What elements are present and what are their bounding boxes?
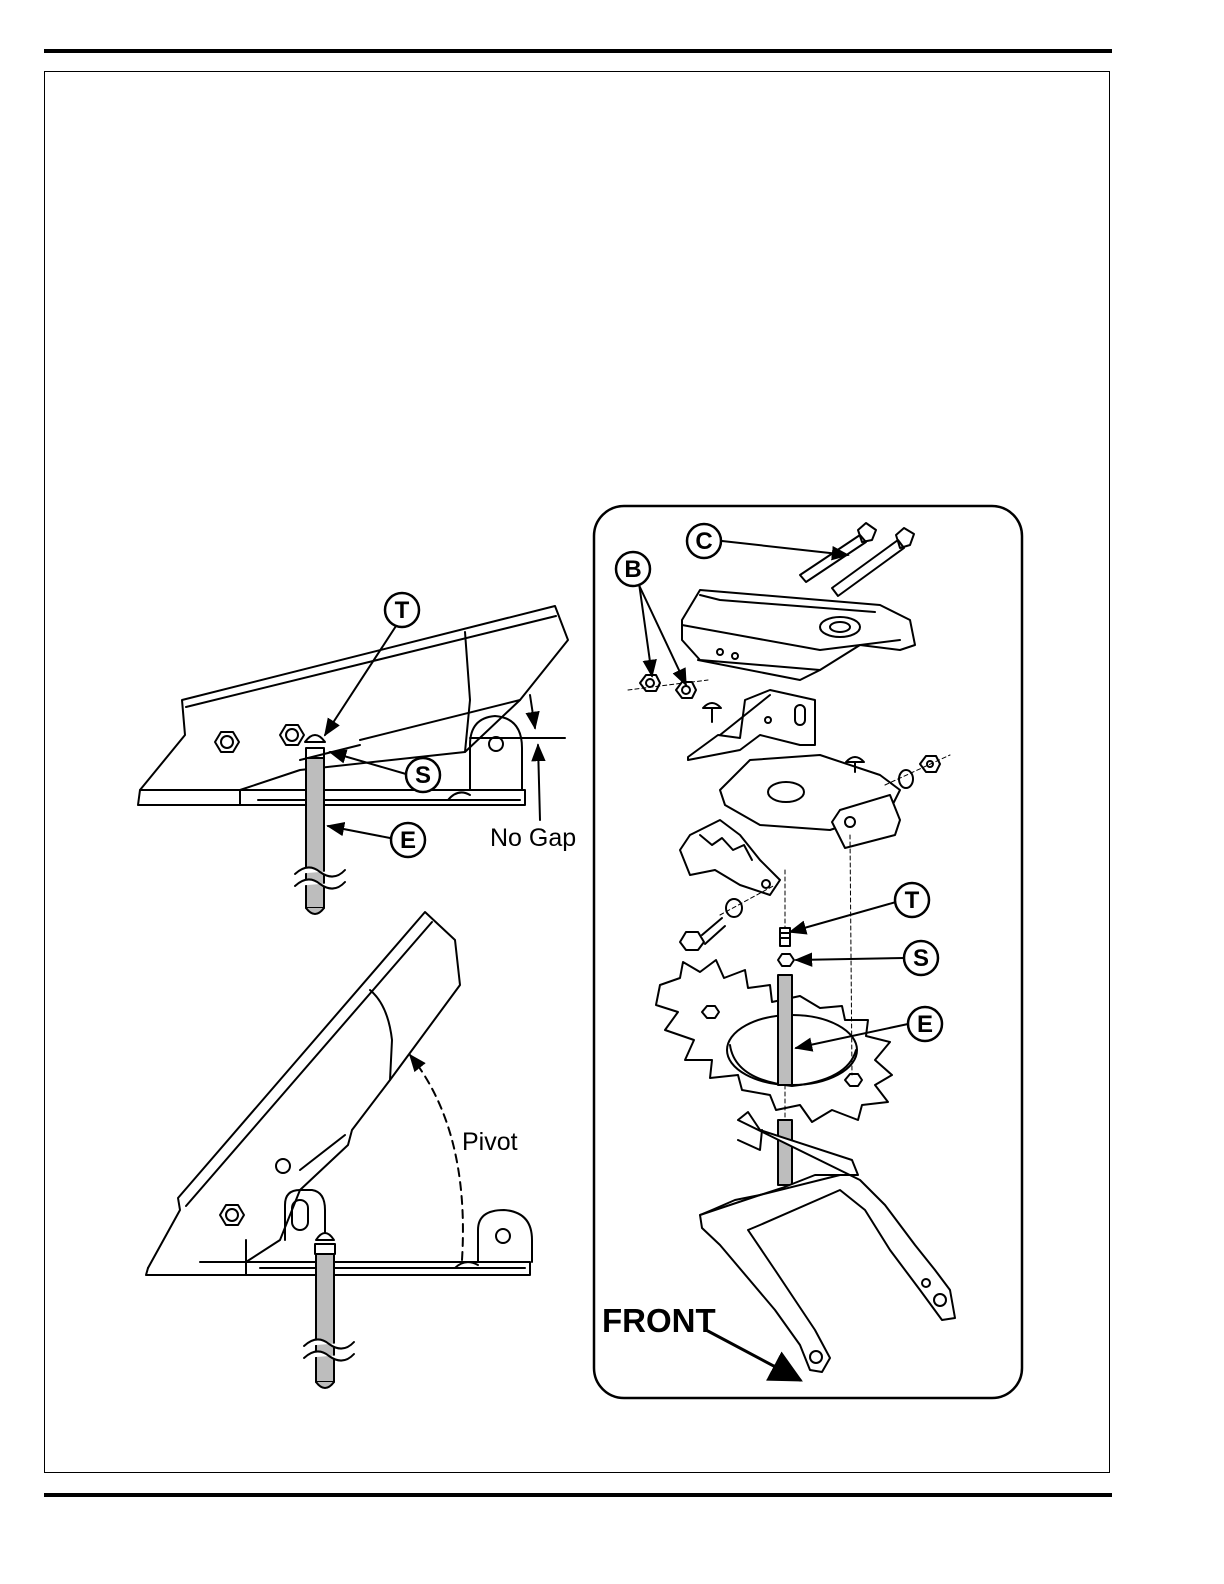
nut-icon — [215, 732, 239, 752]
label-s-right-leader — [796, 958, 904, 960]
nut-icon — [220, 1205, 244, 1225]
front-arrow — [706, 1330, 800, 1380]
long-bolt — [800, 523, 876, 582]
label-e-right: E — [917, 1011, 933, 1038]
label-s-right: S — [913, 945, 929, 972]
front-caption: FRONT — [602, 1302, 716, 1339]
label-t-right-leader — [790, 902, 896, 932]
label-t-leader — [325, 626, 396, 735]
label-t-right: T — [905, 887, 920, 914]
label-c-leader — [722, 541, 848, 555]
label-s-top: S — [415, 762, 431, 789]
exploded-view — [594, 506, 1022, 1398]
pivot-caption: Pivot — [462, 1128, 518, 1156]
label-b: B — [624, 556, 641, 583]
no-gap-caption: No Gap — [490, 824, 576, 852]
label-t-top: T — [395, 597, 410, 624]
label-s-leader — [330, 752, 406, 774]
label-c: C — [695, 528, 712, 555]
nut-icon — [280, 725, 304, 745]
label-e-leader — [328, 826, 390, 838]
pedal-closed-view — [138, 606, 568, 914]
label-e-top: E — [400, 827, 416, 854]
